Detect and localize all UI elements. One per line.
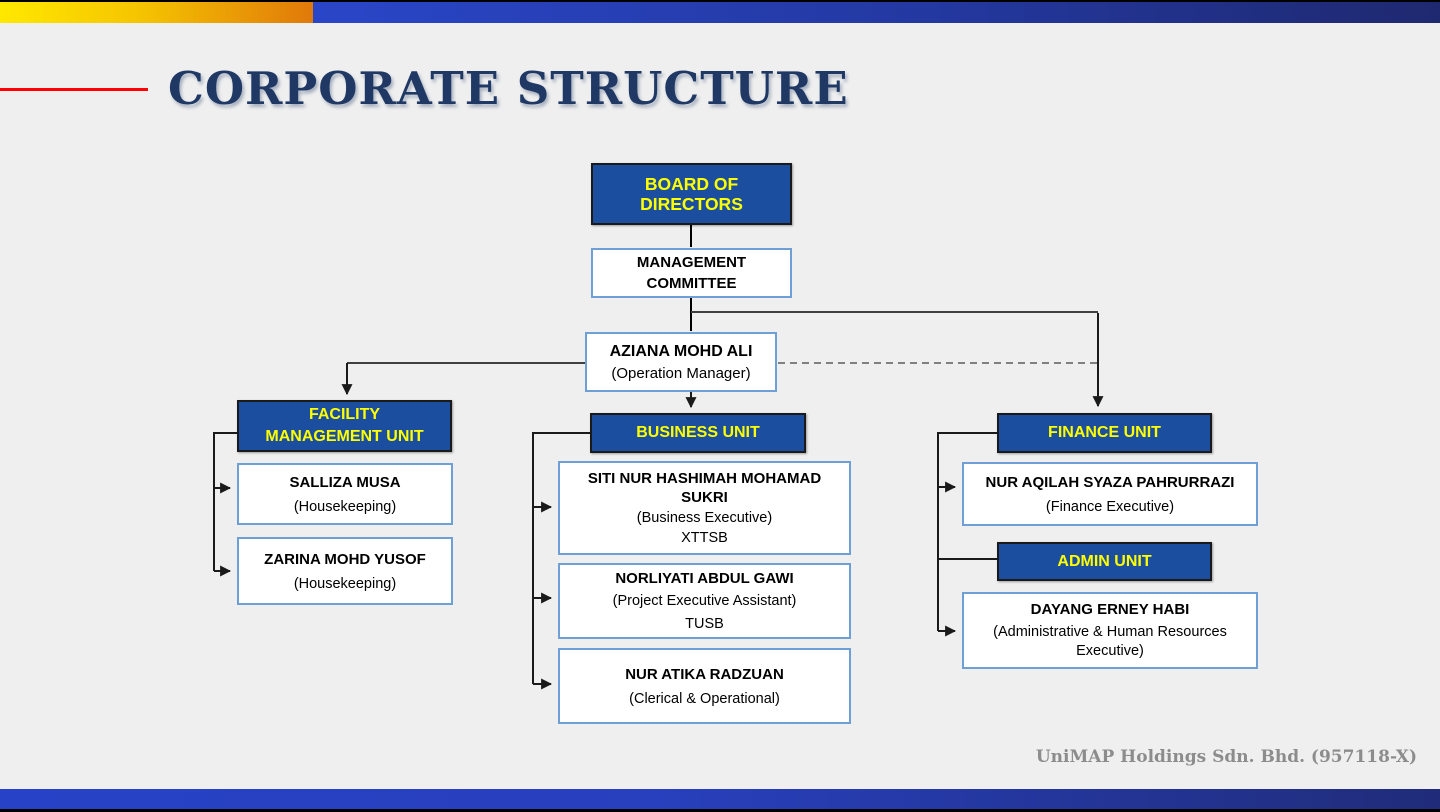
member-name: SALLIZA MUSA (289, 473, 401, 491)
top-black-line (0, 0, 1440, 2)
node-finance-unit: FINANCE UNIT (997, 413, 1212, 453)
top-bar-gradient-blue (313, 2, 1440, 23)
page-title: CORPORATE STRUCTURE (168, 62, 849, 115)
node-norliyati-abdul-gawi: NORLIYATI ABDUL GAWI (Project Executive … (558, 563, 851, 639)
member-role: (Administrative & Human Resources Execut… (993, 624, 1227, 659)
node-nur-atika-radzuan: NUR ATIKA RADZUAN (Clerical & Operationa… (558, 648, 851, 724)
node-management-committee: MANAGEMENT COMMITTEE (591, 248, 792, 298)
member-name: SITI NUR HASHIMAH MOHAMAD SUKRI (587, 470, 822, 506)
member-name: NORLIYATI ABDUL GAWI (615, 570, 794, 587)
node-facility-management-unit: FACILITY MANAGEMENT UNIT (237, 400, 452, 452)
unit-title: ADMIN UNIT (1057, 552, 1152, 570)
member-role: (Business Executive) (636, 510, 773, 526)
member-name: NUR ATIKA RADZUAN (625, 665, 784, 683)
node-nur-aqilah-syaza: NUR AQILAH SYAZA PAHRURRAZI (Finance Exe… (962, 462, 1258, 526)
member-org: TUSB (685, 616, 724, 632)
member-role: (Clerical & Operational) (629, 690, 780, 707)
member-role: (Project Executive Assistant) (612, 593, 797, 609)
node-label: BOARD OF DIRECTORS (640, 174, 743, 214)
member-name: ZARINA MOHD YUSOF (264, 550, 426, 568)
unit-title: FACILITY MANAGEMENT UNIT (265, 406, 424, 445)
node-zarina-mohd-yusof: ZARINA MOHD YUSOF (Housekeeping) (237, 537, 453, 605)
member-role: (Finance Executive) (1045, 498, 1175, 515)
bottom-black-line (0, 809, 1440, 812)
bottom-accent-bar (0, 789, 1440, 809)
title-red-rule (0, 88, 148, 91)
node-operation-manager: AZIANA MOHD ALI (Operation Manager) (585, 332, 777, 392)
top-bar-gradient-yellow (0, 2, 313, 23)
node-siti-nur-hashimah: SITI NUR HASHIMAH MOHAMAD SUKRI (Busines… (558, 461, 851, 555)
node-business-unit: BUSINESS UNIT (590, 413, 806, 453)
member-name: DAYANG ERNEY HABI (1030, 601, 1190, 618)
node-admin-unit: ADMIN UNIT (997, 542, 1212, 581)
member-name: AZIANA MOHD ALI (609, 342, 753, 360)
member-role: (Housekeeping) (293, 498, 397, 515)
unit-title: BUSINESS UNIT (636, 424, 760, 441)
node-label: MANAGEMENT COMMITTEE (636, 254, 747, 292)
member-role: (Housekeeping) (293, 575, 397, 592)
node-salliza-musa: SALLIZA MUSA (Housekeeping) (237, 463, 453, 525)
member-name: NUR AQILAH SYAZA PAHRURRAZI (985, 473, 1235, 491)
member-role: (Operation Manager) (611, 364, 751, 382)
top-accent-bar (0, 2, 1440, 23)
company-footer: UniMAP Holdings Sdn. Bhd. (957118-X) (1035, 747, 1417, 767)
node-dayang-erney-habi: DAYANG ERNEY HABI (Administrative & Huma… (962, 592, 1258, 669)
node-board-of-directors: BOARD OF DIRECTORS (591, 163, 792, 225)
member-org: XTTSB (681, 530, 728, 546)
unit-title: FINANCE UNIT (1048, 424, 1161, 441)
